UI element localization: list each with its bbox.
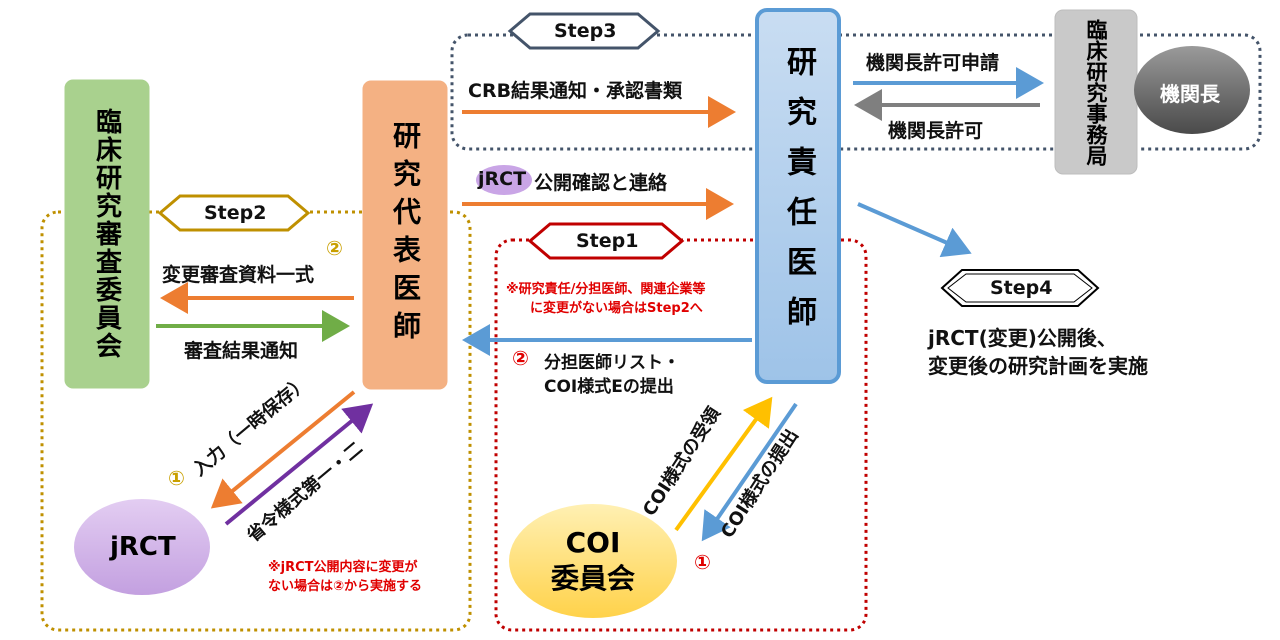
circle2-gold: ②	[326, 236, 343, 260]
responsible-label: 研究責任医師	[781, 46, 816, 346]
representative-box	[362, 80, 448, 390]
director-request-label: 機関長許可申請	[866, 52, 1000, 74]
director-label: 機関長	[1160, 82, 1220, 106]
office-label: 臨床研究事務局	[1055, 12, 1137, 172]
step3-badge-shape	[507, 12, 661, 50]
step4-desc-1: jRCT(変更)公開後、	[928, 326, 1117, 350]
circle1-red: ①	[694, 550, 711, 574]
director-ellipse	[1134, 46, 1250, 134]
office-label-col: 臨床研究事務局	[1084, 18, 1108, 166]
ministry-form-arrow	[224, 403, 374, 526]
representative-label: 研究代表医師	[389, 121, 422, 349]
step1-badge-shape	[527, 222, 685, 260]
director-permission-label: 機関長許可	[888, 120, 984, 142]
step4-badge: Step4	[990, 277, 1053, 299]
coi-label: COI 委員会	[550, 526, 635, 595]
step4-arrow	[857, 202, 972, 258]
coi-submit-arrow	[701, 402, 798, 542]
step3-badge: Step3	[554, 20, 617, 42]
step2-badge: Step2	[204, 202, 267, 224]
jrct-note-1: ※jRCT公開内容に変更が	[268, 560, 418, 575]
committee-label: 臨床研究審査委員会	[91, 108, 122, 360]
jrct-note-2: ない場合は②から実施する	[268, 579, 423, 594]
circle2-red: ②	[512, 346, 529, 370]
list-submit-label-2: COI様式Eの提出	[544, 377, 674, 397]
responsible-box	[755, 8, 841, 384]
change-docs-label: 変更審査資料一式	[162, 264, 315, 286]
jrct-ellipse	[74, 499, 210, 595]
step3-region	[450, 33, 1262, 151]
step1-note-1: ※研究責任/分担医師、関連企業等	[506, 282, 706, 297]
step4-desc-2: 変更後の研究計画を実施	[928, 354, 1148, 378]
step1-badge: Step1	[576, 230, 639, 252]
jrct-confirm-label: 公開確認と連絡	[534, 172, 668, 194]
committee-box	[64, 79, 150, 389]
jrct-badge-ellipse	[476, 165, 532, 195]
step2-badge-shape	[157, 194, 311, 232]
list-submit-label-1: 分担医師リスト・	[544, 353, 680, 373]
crb-notice-label: CRB結果通知・承認書類	[468, 80, 683, 102]
coi-ellipse	[509, 504, 677, 618]
jrct-confirm-badge-text: jRCT	[478, 168, 527, 190]
step4-badge-shape	[940, 269, 1100, 307]
coi-receive-arrow	[674, 396, 773, 532]
circle1-gold: ①	[168, 466, 185, 490]
input-temp-arrow	[210, 390, 356, 509]
jrct-label: jRCT	[110, 532, 176, 562]
step1-note-2: に変更がない場合はStep2へ	[530, 301, 703, 316]
review-result-label: 審査結果通知	[184, 340, 299, 362]
